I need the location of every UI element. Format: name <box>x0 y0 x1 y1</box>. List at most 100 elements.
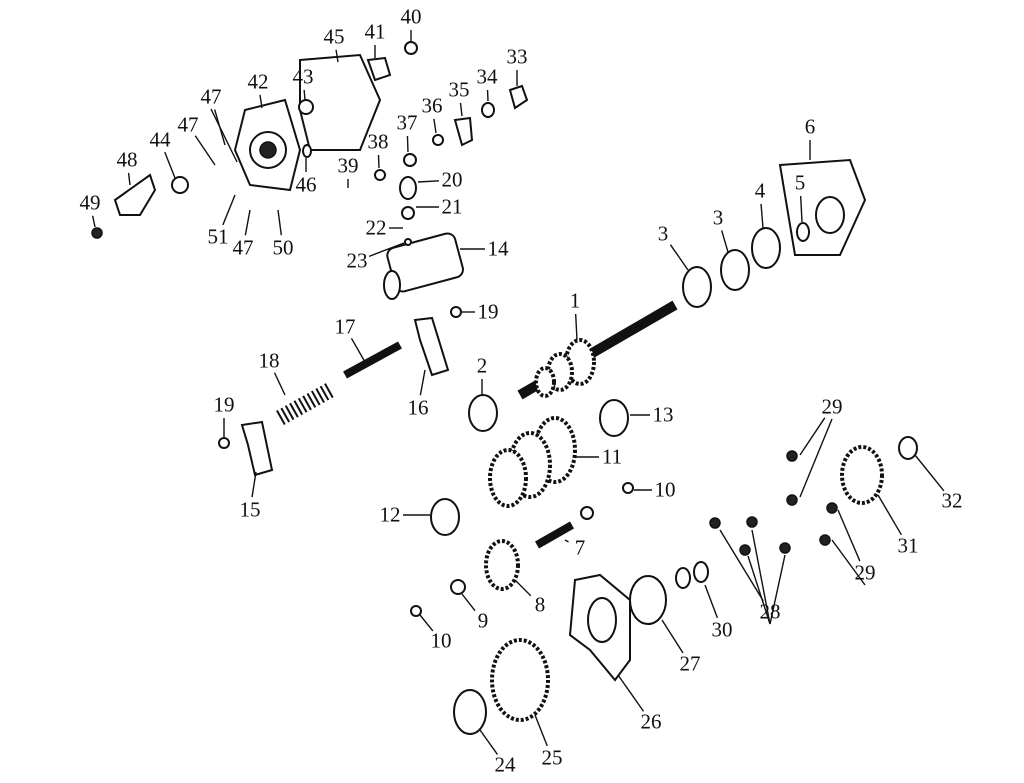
leader-line-28 <box>719 529 764 602</box>
plunger <box>399 176 417 200</box>
leader-line-49 <box>91 215 96 228</box>
leader-line-7 <box>564 539 569 543</box>
leader-line-extra <box>747 555 771 625</box>
washer <box>374 169 386 181</box>
gear <box>840 445 884 505</box>
leader-line-24 <box>479 729 499 755</box>
leader-line-48 <box>127 172 131 186</box>
callout-2: 2 <box>476 353 488 378</box>
leader-line-37 <box>406 135 409 153</box>
leader-line-50 <box>277 209 282 236</box>
leader-line-5 <box>799 195 803 223</box>
callout-35: 35 <box>448 77 470 102</box>
leader-line-42 <box>259 94 263 109</box>
callout-7: 7 <box>574 535 586 560</box>
bolt <box>786 494 798 506</box>
callout-29: 29 <box>854 560 876 585</box>
shift-fork-lower <box>240 420 274 477</box>
oil-seal <box>751 227 781 269</box>
callout-5: 5 <box>794 170 806 195</box>
leader-line-10 <box>419 614 434 632</box>
bearing <box>430 498 460 536</box>
stopper-arm <box>453 116 474 147</box>
oil-seal <box>815 196 845 234</box>
callout-4: 4 <box>754 178 766 203</box>
leader-line-15 <box>251 471 257 498</box>
leader-line-44 <box>164 151 176 179</box>
callout-37: 37 <box>396 110 418 135</box>
callout-16: 16 <box>407 395 429 420</box>
counter-gear <box>488 448 528 508</box>
callout-38: 38 <box>367 129 389 154</box>
clip <box>218 437 230 449</box>
callout-10: 10 <box>430 628 452 653</box>
bolt <box>826 502 838 514</box>
leader-line-47 <box>194 135 216 166</box>
bolt <box>91 227 103 239</box>
callout-29: 29 <box>821 394 843 419</box>
callout-19: 19 <box>213 392 235 417</box>
leader-line-1 <box>574 313 578 341</box>
bearing <box>599 399 629 437</box>
leader-line-extra <box>769 554 786 625</box>
callout-28: 28 <box>759 599 781 624</box>
leader-line-45 <box>335 49 339 63</box>
washer <box>450 579 466 595</box>
leader-line-25 <box>534 714 548 747</box>
callout-47: 47 <box>177 112 199 137</box>
callout-41: 41 <box>364 19 386 44</box>
callout-20: 20 <box>441 167 463 192</box>
leader-line-extra <box>210 108 238 163</box>
callout-50: 50 <box>272 235 294 260</box>
fork-shaft <box>343 341 402 379</box>
leader-line-43 <box>303 89 306 101</box>
washer <box>580 506 594 520</box>
callout-12: 12 <box>379 502 401 527</box>
leader-line-27 <box>661 619 684 654</box>
bolt <box>739 544 751 556</box>
callout-49: 49 <box>79 190 101 215</box>
o-ring <box>401 206 415 220</box>
callout-40: 40 <box>400 4 422 29</box>
callout-43: 43 <box>292 64 314 89</box>
bracket <box>113 173 157 216</box>
clip <box>622 482 634 494</box>
callout-17: 17 <box>334 314 356 339</box>
clip <box>410 605 422 617</box>
leader-line-29 <box>799 417 826 456</box>
bushing <box>404 41 418 55</box>
leader-line-38 <box>377 154 380 169</box>
cover-hole <box>259 141 277 159</box>
bolt <box>819 534 831 546</box>
leader-line-20 <box>417 180 440 183</box>
leader-line-36 <box>433 118 437 134</box>
gear <box>484 539 520 591</box>
callout-6: 6 <box>804 114 816 139</box>
callout-3: 3 <box>712 205 724 230</box>
ball <box>404 238 412 246</box>
spring <box>403 153 417 167</box>
callout-32: 32 <box>941 488 963 513</box>
leader-line-3 <box>669 244 689 271</box>
bearing <box>468 394 498 432</box>
leader-line-32 <box>914 454 945 492</box>
leader-line-extra <box>831 539 866 586</box>
leader-line-8 <box>514 579 532 597</box>
callout-22: 22 <box>365 215 387 240</box>
o-ring <box>796 222 810 242</box>
bearing <box>720 249 750 291</box>
plate <box>366 56 392 82</box>
leader-line-47 <box>244 209 251 236</box>
spring <box>276 383 334 425</box>
leader-line-extra <box>799 418 833 498</box>
callout-1: 1 <box>569 288 581 313</box>
callout-39: 39 <box>337 153 359 178</box>
leader-line-17 <box>350 337 366 363</box>
callout-34: 34 <box>476 64 498 89</box>
output-gear <box>490 638 550 722</box>
dowel-pin <box>302 144 312 158</box>
callout-33: 33 <box>506 44 528 69</box>
leader-line-4 <box>760 203 764 229</box>
callout-9: 9 <box>477 608 489 633</box>
shim <box>693 561 709 583</box>
